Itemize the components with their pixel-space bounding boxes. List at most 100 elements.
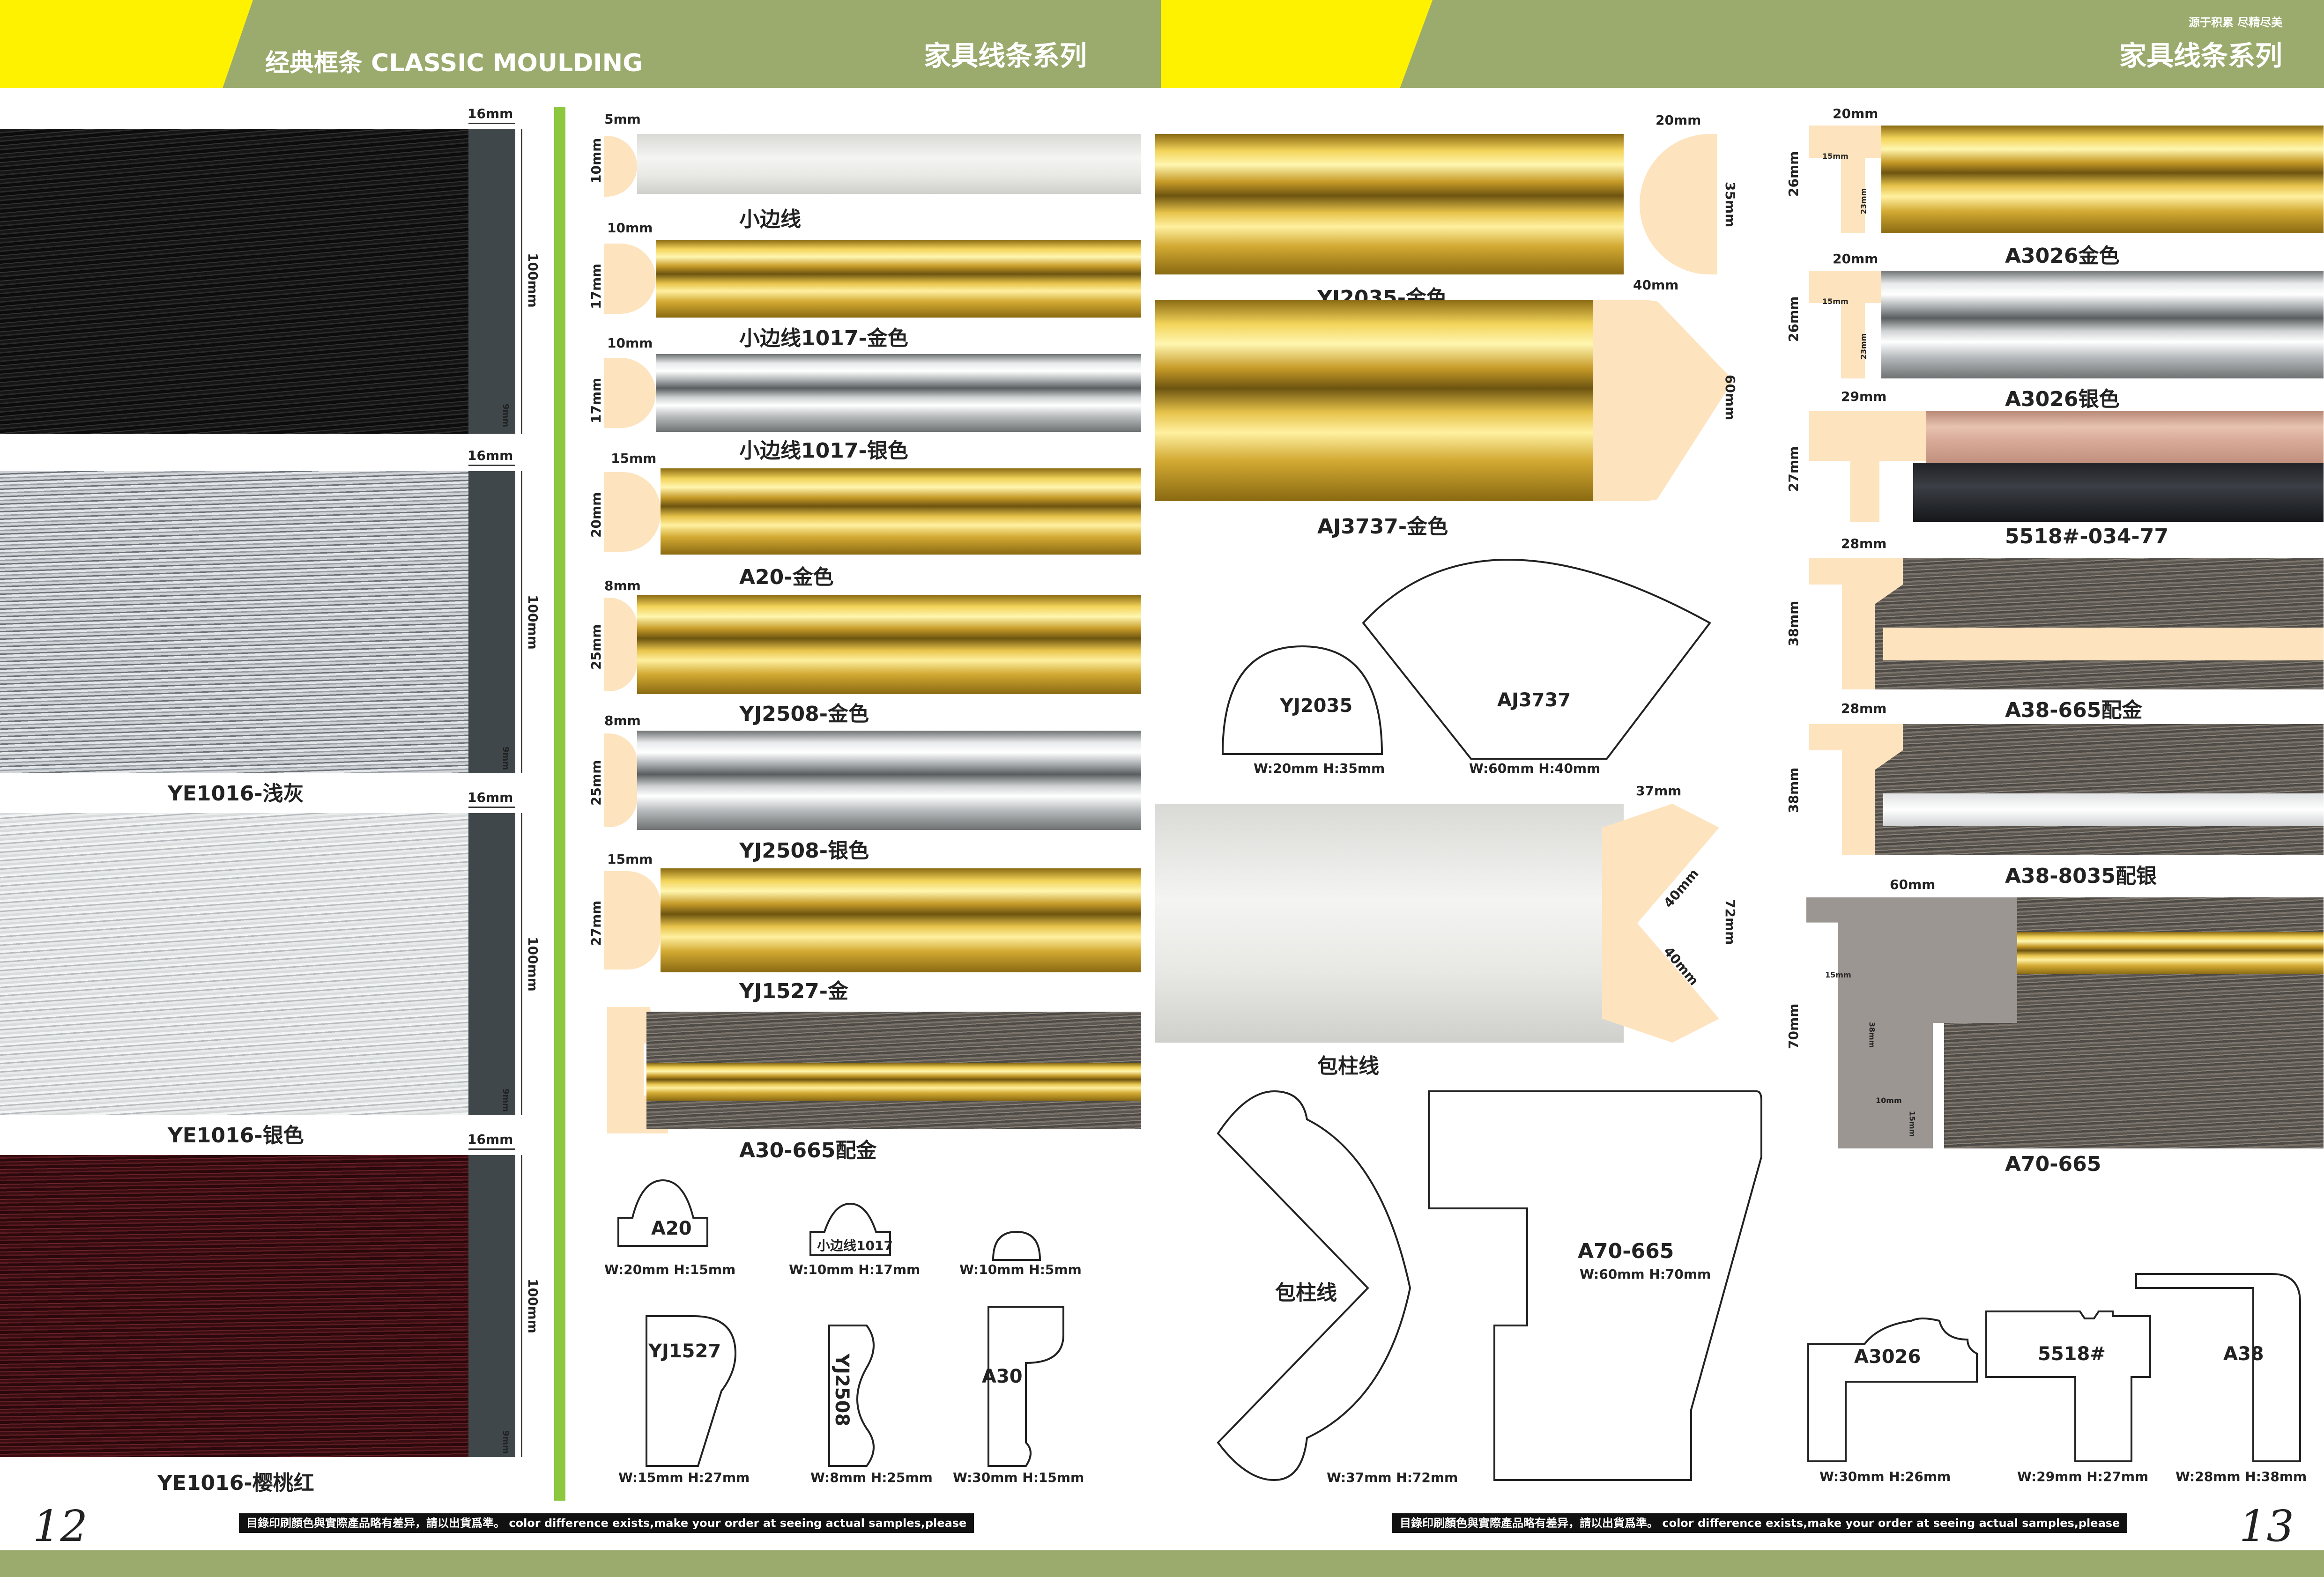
moulding-inlay <box>1883 628 2324 660</box>
profile-size: W:60mm H:40mm <box>1469 761 1601 776</box>
sample-top-dim: 16mm <box>468 448 513 463</box>
moulding-strip <box>1155 300 1624 501</box>
page-number-right: 13 <box>2239 1501 2294 1551</box>
column-divider <box>554 107 565 1501</box>
profile-outline-yj2035 <box>1221 645 1383 755</box>
moulding-height-dim: 26mm <box>1786 296 1801 342</box>
moulding-strip <box>656 354 1141 432</box>
moulding-width-dim: 28mm <box>1841 701 1887 716</box>
moulding-strip <box>1864 724 2324 855</box>
moulding-label: YJ2508-金色 <box>739 702 869 726</box>
moulding-strip <box>1881 271 2324 378</box>
moulding-label: 5518#-034-77 <box>2005 525 2168 548</box>
profile-size: W:15mm H:27mm <box>618 1470 750 1485</box>
moulding-detail-dim: 38mm <box>1867 1022 1877 1048</box>
profile-outline-5518 <box>1985 1310 2151 1462</box>
profile-section <box>604 472 661 552</box>
sample-bottom-dim: 9mm <box>501 747 511 770</box>
dim-line <box>521 1155 522 1457</box>
header-accent-left <box>0 0 253 88</box>
profile-name-a70: A70-665 <box>1578 1239 1674 1263</box>
moulding-inlay <box>1883 793 2324 826</box>
profile-outline-baozhuxian <box>1217 1090 1411 1481</box>
moulding-width-dim: 60mm <box>1890 877 1936 892</box>
sample-height-dim: 100mm <box>525 937 541 992</box>
moulding-width-dim: 10mm <box>607 335 653 351</box>
moulding-height-dim: 70mm <box>1786 1003 1801 1049</box>
profile-name-a30: A30 <box>982 1366 1023 1387</box>
profile-section <box>604 244 656 314</box>
moulding-strip-lower <box>1913 463 2324 522</box>
dim-line <box>468 465 515 466</box>
profile-section <box>1809 126 1889 233</box>
sample-edge-grey <box>468 471 515 773</box>
profile-size: W:10mm H:5mm <box>959 1262 1082 1277</box>
sample-edge-silver <box>468 813 515 1115</box>
profile-diagrams-right <box>1807 1273 2301 1462</box>
sample-label: YE1016-樱桃红 <box>157 1471 314 1495</box>
sample-top-dim: 16mm <box>468 1132 513 1147</box>
moulding-label: A30-665配金 <box>739 1139 877 1162</box>
moulding-height-dim: 35mm <box>1723 182 1738 228</box>
moulding-width-dim: 20mm <box>1833 106 1879 121</box>
moulding-label: A3026银色 <box>2005 387 2120 411</box>
moulding-height-dim: 60mm <box>1723 375 1738 421</box>
profile-diagrams-center <box>1221 559 1711 760</box>
dim-line <box>468 807 515 808</box>
moulding-detail-dim: 15mm <box>1822 297 1849 306</box>
profile-name-a38: A38 <box>2223 1343 2264 1365</box>
moulding-strip <box>637 595 1141 694</box>
profile-outline-small <box>992 1230 1041 1261</box>
profile-outline-a20 <box>617 1179 708 1247</box>
moulding-height-dim: 20mm <box>588 492 604 538</box>
moulding-label: YJ2508-银色 <box>739 839 869 863</box>
sample-height-dim: 100mm <box>525 253 541 308</box>
moulding-detail-dim: 23mm <box>1859 333 1868 360</box>
moulding-width-dim: 20mm <box>1833 251 1879 267</box>
moulding-width-dim: 8mm <box>604 713 641 728</box>
sample-edge-red <box>468 1155 515 1457</box>
profile-outline-a30 <box>988 1306 1064 1467</box>
moulding-height-dim: 25mm <box>588 760 604 806</box>
sample-height-dim: 100mm <box>525 1279 541 1333</box>
profile-section <box>1602 804 1719 1043</box>
sample-texture-black <box>0 129 468 434</box>
page-number-left: 12 <box>33 1501 88 1551</box>
dim-line <box>521 813 522 1115</box>
footer-band <box>0 1550 2324 1577</box>
moulding-width-dim: 15mm <box>607 851 653 867</box>
color-notice-right: 目錄印刷顏色與實際產品略有差异，請以出貨爲準。 color difference… <box>1392 1513 2128 1533</box>
moulding-width-dim: 40mm <box>1633 277 1679 293</box>
moulding-strip <box>1155 804 1624 1043</box>
header-slogan-right: 源于积累 尽精尽美 <box>2189 16 2283 29</box>
moulding-label: YJ1527-金 <box>739 979 848 1003</box>
moulding-strip <box>1881 126 2324 233</box>
moulding-height-dim: 25mm <box>588 624 604 670</box>
profile-section <box>604 871 661 970</box>
moulding-width-dim: 28mm <box>1841 536 1887 551</box>
profile-outline-yj2508 <box>828 1325 875 1467</box>
profile-section <box>1809 411 1926 522</box>
profile-size: W:28mm H:38mm <box>2176 1469 2307 1484</box>
dim-line <box>521 129 522 434</box>
sample-texture-grey <box>0 471 468 773</box>
moulding-width-dim: 15mm <box>611 451 657 466</box>
moulding-label: A20-金色 <box>739 565 834 589</box>
moulding-label: AJ3737-金色 <box>1317 515 1448 539</box>
moulding-width-dim: 37mm <box>1636 783 1682 799</box>
moulding-inlay <box>2014 932 2324 974</box>
header-series-right: 家具线条系列 <box>2119 40 2283 72</box>
moulding-height-dim: 27mm <box>1786 446 1801 492</box>
profile-name-yj2508: YJ2508 <box>831 1354 853 1427</box>
profile-size: W:29mm H:27mm <box>2017 1469 2149 1484</box>
profile-name-baozhuxian: 包柱线 <box>1275 1281 1337 1305</box>
moulding-detail-dim: 15mm <box>1825 970 1851 979</box>
moulding-label: A3026金色 <box>2005 244 2120 268</box>
moulding-label: 小边线1017-银色 <box>739 439 908 463</box>
moulding-strip <box>637 134 1141 194</box>
header-title-left: 经典框条 CLASSIC MOULDING <box>265 49 643 77</box>
color-notice-left: 目錄印刷顏色與實際產品略有差异，請以出貨爲準。 color difference… <box>239 1513 974 1533</box>
profile-section <box>1593 300 1733 501</box>
sample-top-dim: 16mm <box>468 106 513 121</box>
moulding-strip <box>656 240 1141 318</box>
